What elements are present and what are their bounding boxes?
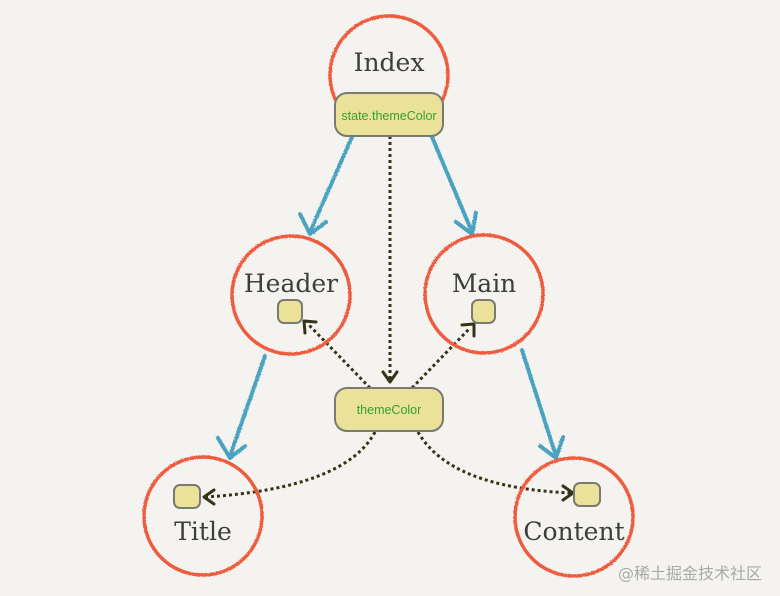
state-slot-header: [277, 299, 303, 324]
node-title: Title: [142, 455, 264, 577]
context-edge-context-to-header: [302, 319, 372, 390]
state-slot-content: [573, 482, 601, 507]
context-edge-context-to-title: [202, 431, 377, 506]
tree-edge-index-header: [298, 135, 354, 236]
node-label-title: Title: [174, 517, 232, 546]
state-slot-title: [173, 484, 201, 509]
tree-edge-main-content: [520, 348, 565, 460]
node-index: Index: [328, 14, 450, 136]
tree-edge-index-main: [430, 135, 478, 236]
node-main: Main: [423, 233, 545, 355]
node-label-index: Index: [354, 48, 425, 77]
state-label-index: state.themeColor: [341, 109, 436, 123]
tree-edge-header-title: [216, 354, 267, 460]
context-edge-index-state-to-context: [381, 136, 399, 384]
node-label-main: Main: [452, 269, 517, 298]
state-label-context: themeColor: [357, 403, 422, 417]
node-content: Content: [513, 456, 635, 578]
node-label-content: Content: [523, 517, 624, 546]
state-slot-main: [471, 299, 496, 324]
state-box-context-theme-color: themeColor: [334, 387, 444, 432]
state-box-index-theme-color: state.themeColor: [334, 92, 444, 137]
context-edge-context-to-main: [410, 322, 476, 390]
node-header: Header: [230, 234, 352, 356]
watermark: @稀土掘金技术社区: [617, 564, 762, 583]
node-label-header: Header: [244, 269, 338, 298]
